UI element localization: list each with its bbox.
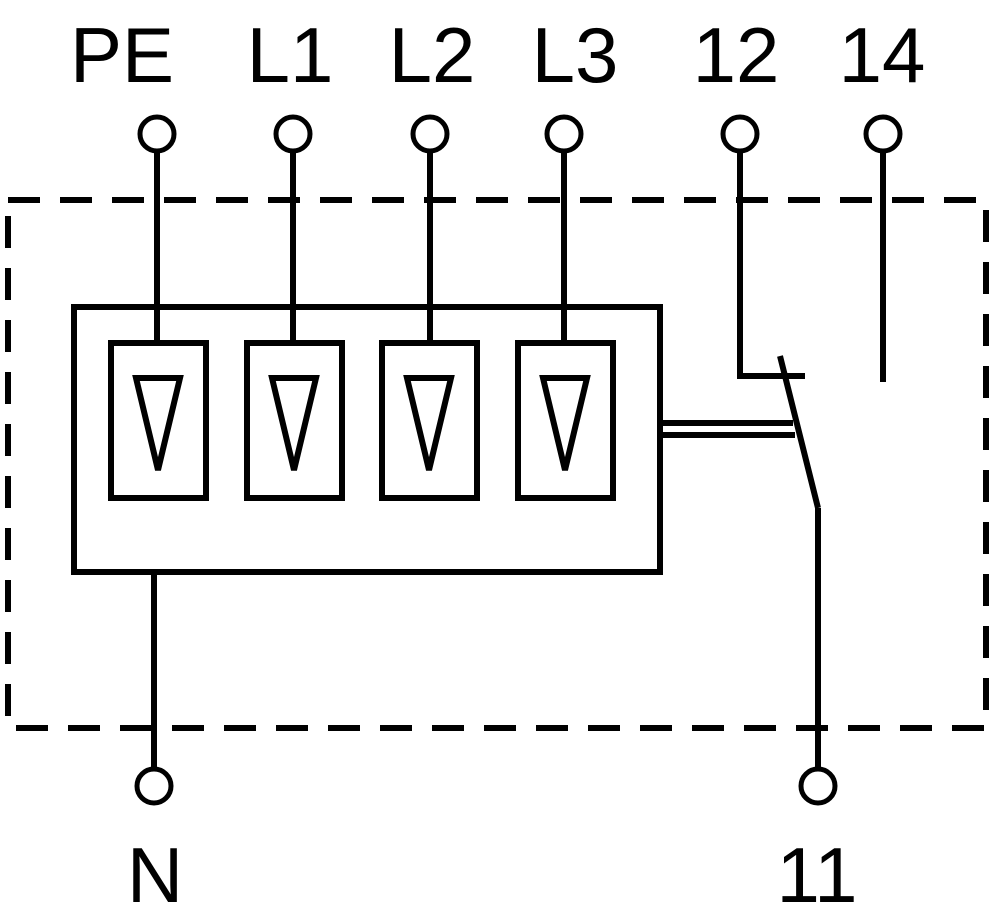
wire-12	[737, 150, 805, 379]
label-l3: L3	[532, 11, 619, 99]
arrester-symbol-l2	[403, 375, 455, 471]
terminal-14	[863, 114, 903, 154]
arrester-symbol-pe	[132, 375, 184, 471]
terminal-l2	[410, 114, 450, 154]
enclosure-dashed-border	[5, 197, 989, 731]
arrester-symbol-l1	[268, 375, 320, 471]
arrester-element-l3	[515, 340, 616, 501]
label-12: 12	[693, 11, 780, 99]
label-l2: L2	[389, 11, 476, 99]
terminal-l1	[273, 114, 313, 154]
arrester-element-l2	[379, 340, 480, 501]
terminal-l3	[544, 114, 584, 154]
switch-blade	[777, 355, 821, 509]
signal-contact	[660, 150, 886, 770]
label-n: N	[127, 831, 183, 913]
arrester-element-l1	[244, 340, 345, 501]
label-pe: PE	[70, 11, 174, 99]
terminal-pe	[137, 114, 177, 154]
arrester-symbol-l3	[539, 375, 591, 471]
label-14: 14	[839, 11, 926, 99]
label-l1: L1	[247, 11, 334, 99]
terminal-12	[720, 114, 760, 154]
label-11: 11	[777, 831, 858, 913]
terminal-11	[798, 766, 838, 806]
terminal-n	[134, 766, 174, 806]
arrester-element-pe	[108, 340, 209, 501]
